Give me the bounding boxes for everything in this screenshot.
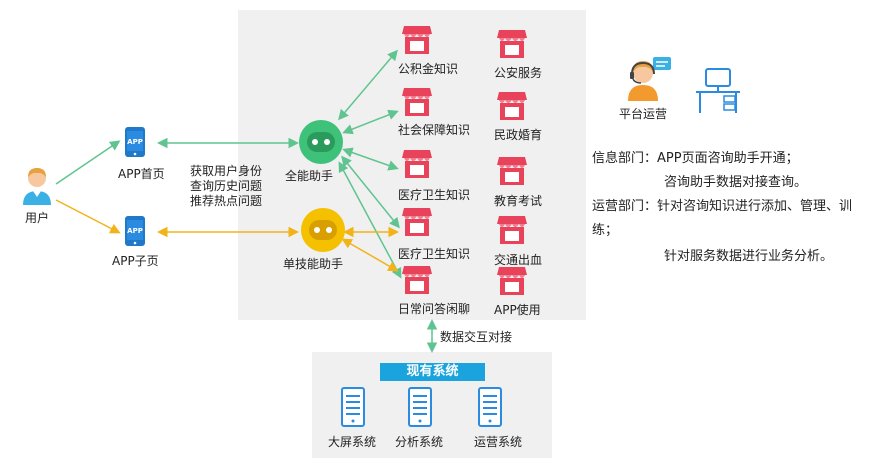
existing-systems-title: 现有系统	[380, 363, 485, 381]
ops-dept-line-3: 针对服务数据进行业务分析。	[664, 249, 834, 264]
knowledge-label-2: 社会保障知识	[398, 123, 471, 137]
svg-text:APP: APP	[127, 227, 143, 235]
full-assistant-robot-icon[interactable]	[298, 119, 344, 169]
ops-dept-line-2: 练；	[592, 223, 619, 238]
server-icon[interactable]	[478, 387, 502, 431]
user-icon	[20, 163, 54, 209]
store-icon[interactable]	[402, 206, 432, 242]
service-label-5: APP使用	[494, 303, 541, 317]
single-assistant-label: 单技能助手	[283, 257, 344, 271]
feature-text-3: 推荐热点问题	[190, 194, 263, 208]
service-label-2: 民政婚育	[494, 128, 543, 142]
store-icon[interactable]	[402, 24, 432, 60]
system-label-2: 分析系统	[395, 435, 444, 449]
service-label-4: 交通出血	[494, 253, 543, 267]
server-icon[interactable]	[341, 387, 365, 431]
app-home-label: APP首页	[118, 167, 165, 181]
knowledge-label-3: 医疗卫生知识	[398, 188, 471, 202]
service-label-3: 教育考试	[494, 194, 543, 208]
app-home-phone-icon[interactable]: APP	[124, 126, 146, 162]
app-sub-phone-icon[interactable]: APP	[124, 215, 146, 251]
store-icon[interactable]	[497, 155, 527, 191]
system-label-3: 运营系统	[474, 435, 523, 449]
feature-text-1: 获取用户身份	[190, 164, 263, 178]
user-label: 用户	[25, 211, 50, 225]
platform-label: 平台运营	[619, 107, 668, 121]
info-dept-line-2: 咨询助手数据对接查询。	[664, 175, 808, 190]
workstation-desk-icon	[694, 68, 742, 118]
store-icon[interactable]	[497, 28, 527, 64]
operator-headset-icon	[625, 55, 673, 105]
store-icon[interactable]	[497, 90, 527, 126]
store-icon[interactable]	[402, 86, 432, 122]
info-dept-line-1: 信息部门：APP页面咨询助手开通；	[592, 151, 799, 166]
full-assistant-label: 全能助手	[285, 169, 334, 183]
knowledge-label-1: 公积金知识	[398, 62, 459, 76]
app-sub-label: APP子页	[112, 254, 159, 268]
feature-text-2: 查询历史问题	[190, 179, 263, 193]
store-icon[interactable]	[497, 214, 527, 250]
store-icon[interactable]	[402, 148, 432, 184]
data-link-label: 数据交互对接	[440, 330, 513, 344]
store-icon[interactable]	[402, 264, 432, 300]
store-icon[interactable]	[497, 265, 527, 301]
svg-text:APP: APP	[127, 138, 143, 146]
system-label-1: 大屏系统	[328, 435, 377, 449]
server-icon[interactable]	[408, 387, 432, 431]
single-assistant-robot-icon[interactable]	[300, 207, 346, 257]
knowledge-label-4: 医疗卫生知识	[398, 247, 471, 261]
ops-dept-line-1: 运营部门：针对咨询知识进行添加、管理、训	[592, 199, 853, 214]
knowledge-label-5: 日常问答闲聊	[398, 302, 471, 316]
service-label-1: 公安服务	[494, 66, 543, 80]
